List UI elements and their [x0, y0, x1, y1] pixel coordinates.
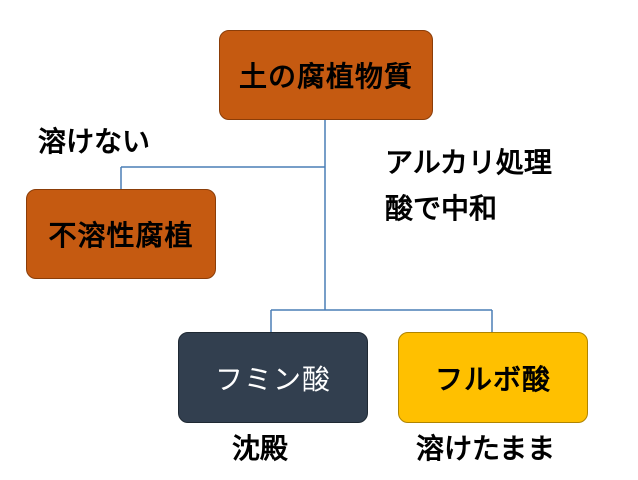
label-precipitate: 沈殿	[232, 432, 289, 465]
node-insoluble-humus-label: 不溶性腐植	[48, 219, 194, 252]
node-humus-root: 土の腐植物質	[219, 30, 433, 120]
node-humus-root-label: 土の腐植物質	[238, 60, 413, 93]
label-insoluble: 溶けない	[38, 125, 151, 158]
node-humic-acid-label: フミン酸	[214, 362, 331, 396]
node-fulvic-acid: フルボ酸	[398, 332, 588, 423]
label-alkali-treatment: アルカリ処理	[385, 146, 552, 179]
node-insoluble-humus: 不溶性腐植	[26, 189, 216, 279]
node-humic-acid: フミン酸	[178, 332, 368, 423]
label-remains-dissolved: 溶けたまま	[416, 432, 556, 465]
node-fulvic-acid-label: フルボ酸	[434, 362, 551, 396]
label-acid-neutralize: 酸で中和	[385, 192, 498, 225]
